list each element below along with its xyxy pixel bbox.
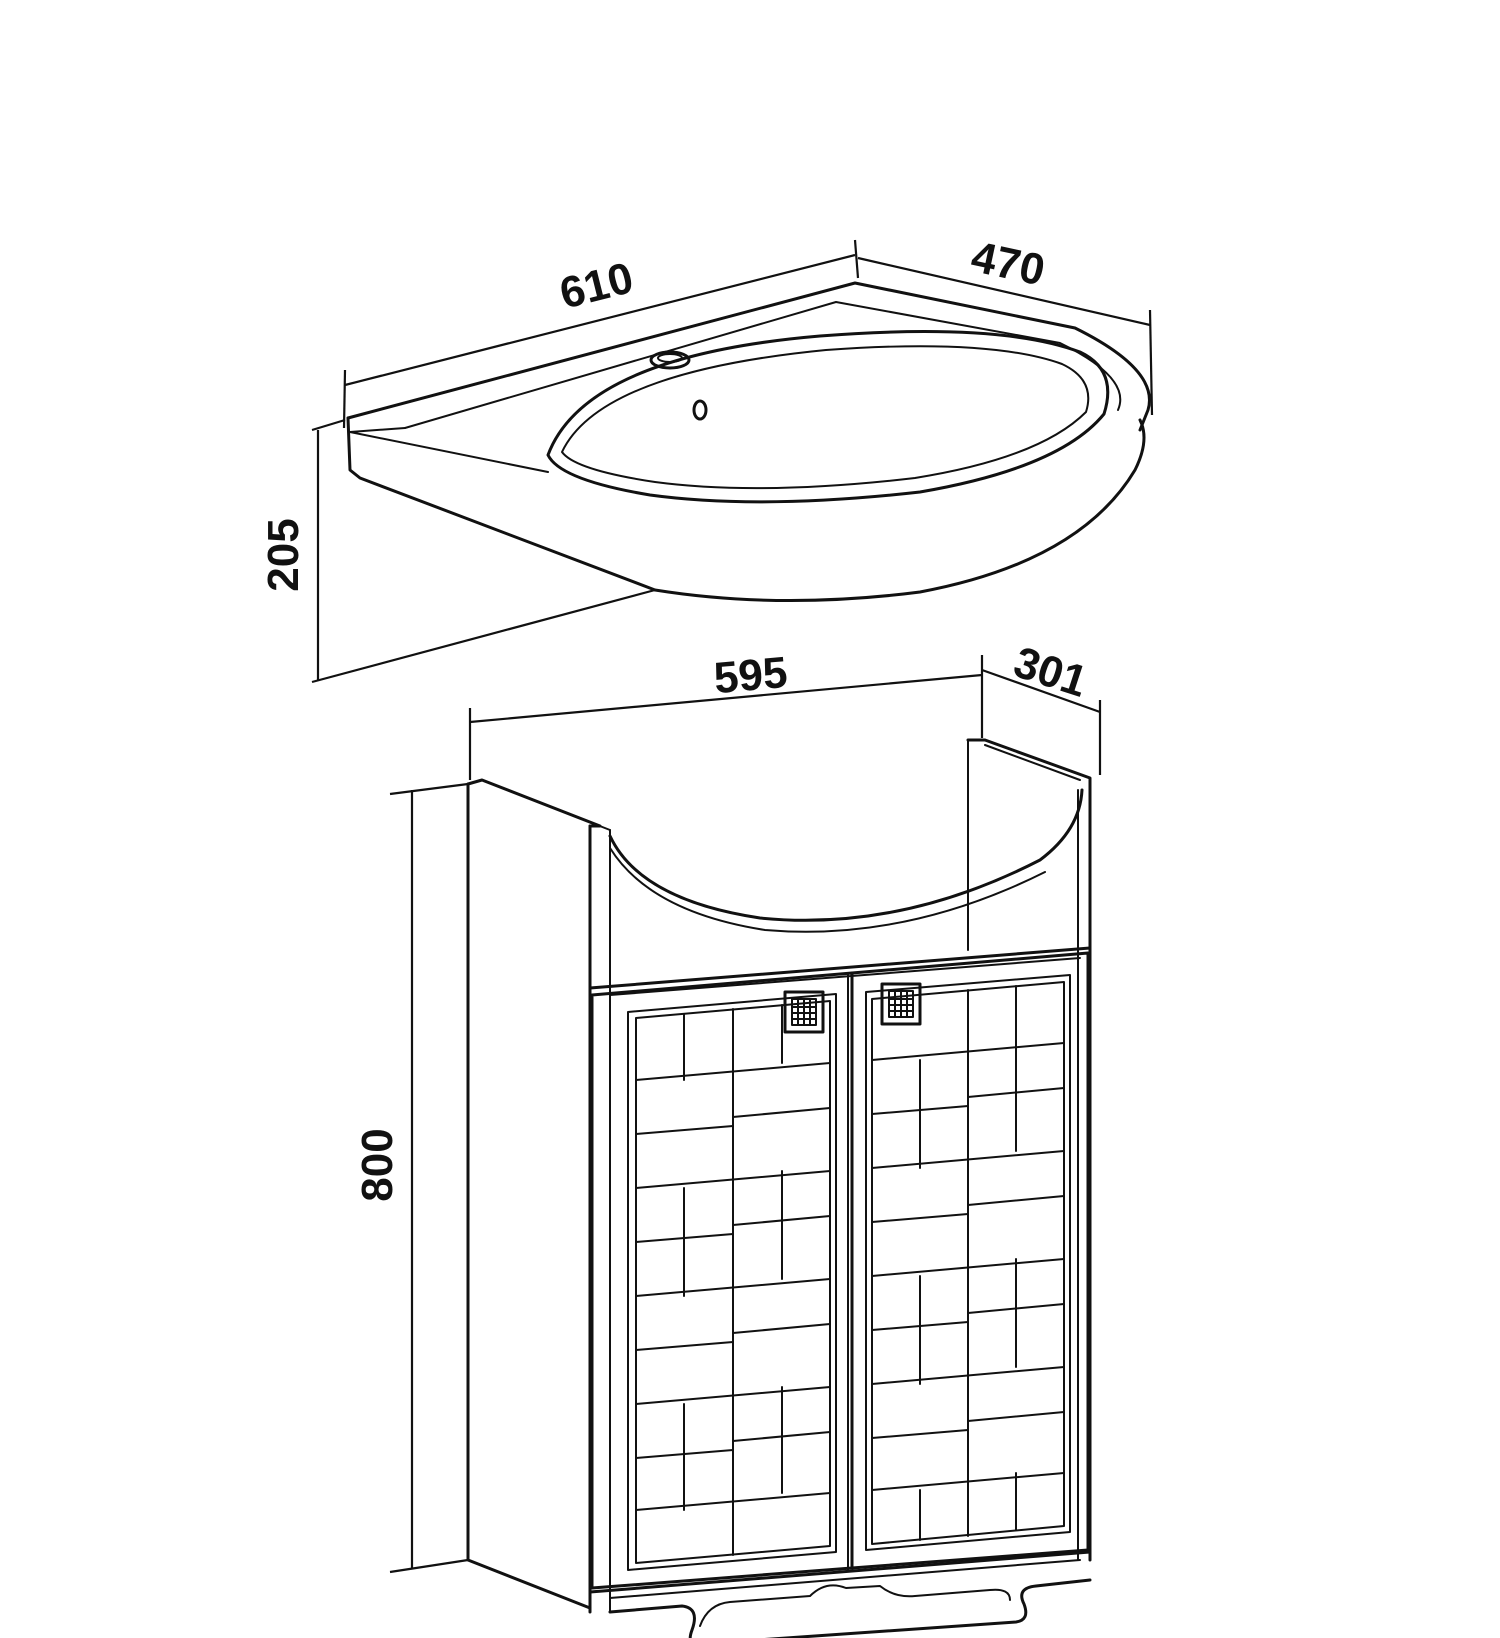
vanity-cabinet (466, 738, 1092, 1638)
cabinet-plinth (608, 1578, 1092, 1638)
door-right-lattice (871, 985, 1065, 1541)
basin-inner-rim (404, 301, 1122, 429)
basin-height-label: 205 (259, 518, 308, 591)
cabinet-depth-label: 301 (1008, 638, 1093, 707)
washbasin (346, 281, 1151, 603)
cabinet-basin-cutout (608, 788, 1084, 922)
basin-top-rim (346, 281, 1151, 432)
basin-bottom (653, 418, 1146, 603)
dimension-basin-height: 205 (259, 418, 656, 684)
basin-width-label: 610 (555, 253, 638, 318)
cabinet-right-panel (966, 738, 1092, 1562)
overflow-hole (692, 399, 708, 421)
tap-hole (649, 350, 691, 370)
basin-front-edge (349, 427, 549, 473)
door-right-handle (880, 982, 922, 1026)
basin-bowl-inner (561, 345, 1090, 490)
tap-hole-inner (657, 353, 683, 363)
door-left-handle (783, 990, 825, 1034)
cabinet-width-label: 595 (712, 648, 789, 703)
dimension-cabinet-depth: 301 (981, 638, 1102, 775)
dimension-cabinet-width: 595 (468, 648, 984, 780)
dimension-cabinet-height: 800 (353, 782, 469, 1574)
door-left-lattice (635, 1004, 831, 1556)
cabinet-left-panel (466, 782, 592, 1610)
basin-bowl-outer (546, 330, 1110, 504)
basin-front-face (346, 416, 657, 592)
cabinet-height-label: 800 (353, 1128, 402, 1201)
